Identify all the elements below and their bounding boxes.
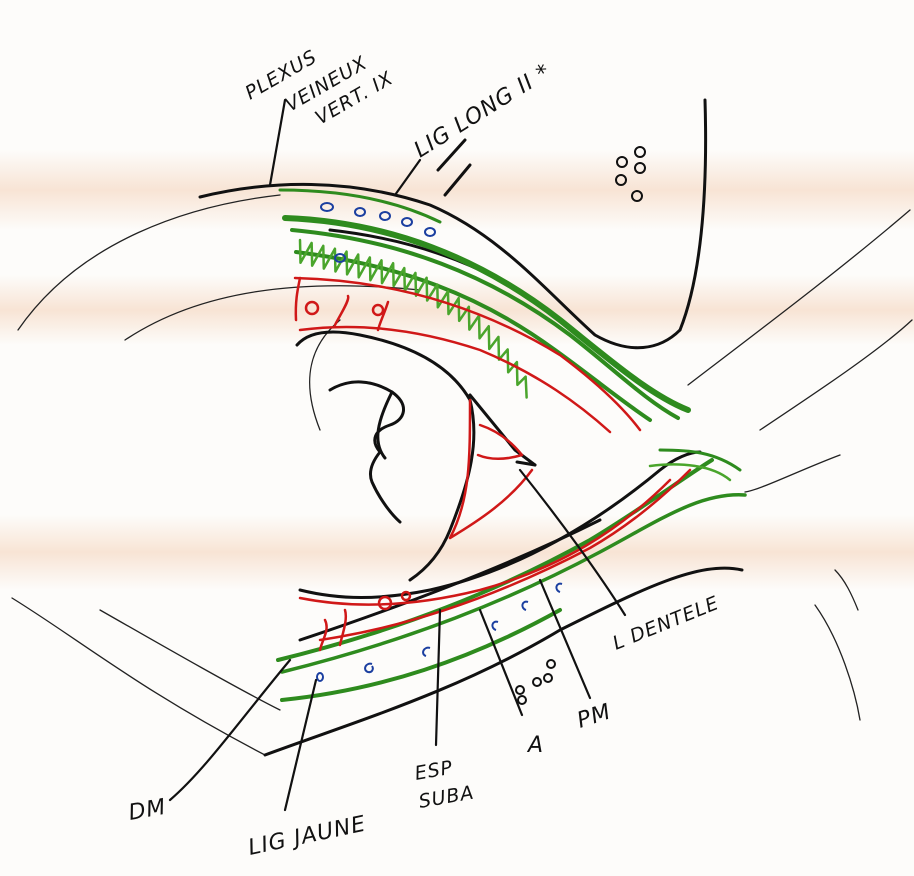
label-esp-1: ESP xyxy=(413,757,455,785)
label-pm: PM xyxy=(574,699,614,733)
label-dm: DM xyxy=(127,795,169,826)
label-esp-2: SUBA xyxy=(417,782,476,813)
labels: PLEXUS VEINEUX VERT. IX LIG LONG II * L … xyxy=(127,46,723,861)
dm-leader xyxy=(170,660,290,800)
label-lig-long: LIG LONG II * xyxy=(410,59,556,163)
label-l-dentele: L DENTELE xyxy=(610,592,723,655)
label-lig-jaune: LIG JAUNE xyxy=(246,812,368,861)
esp-leader xyxy=(436,610,440,745)
label-a: A xyxy=(526,733,544,758)
lig-long-leader xyxy=(395,160,420,195)
plexus-leader xyxy=(270,100,285,185)
thin-outlines xyxy=(12,195,912,755)
a-leader xyxy=(480,610,522,715)
l-dentele-leader xyxy=(520,470,625,615)
